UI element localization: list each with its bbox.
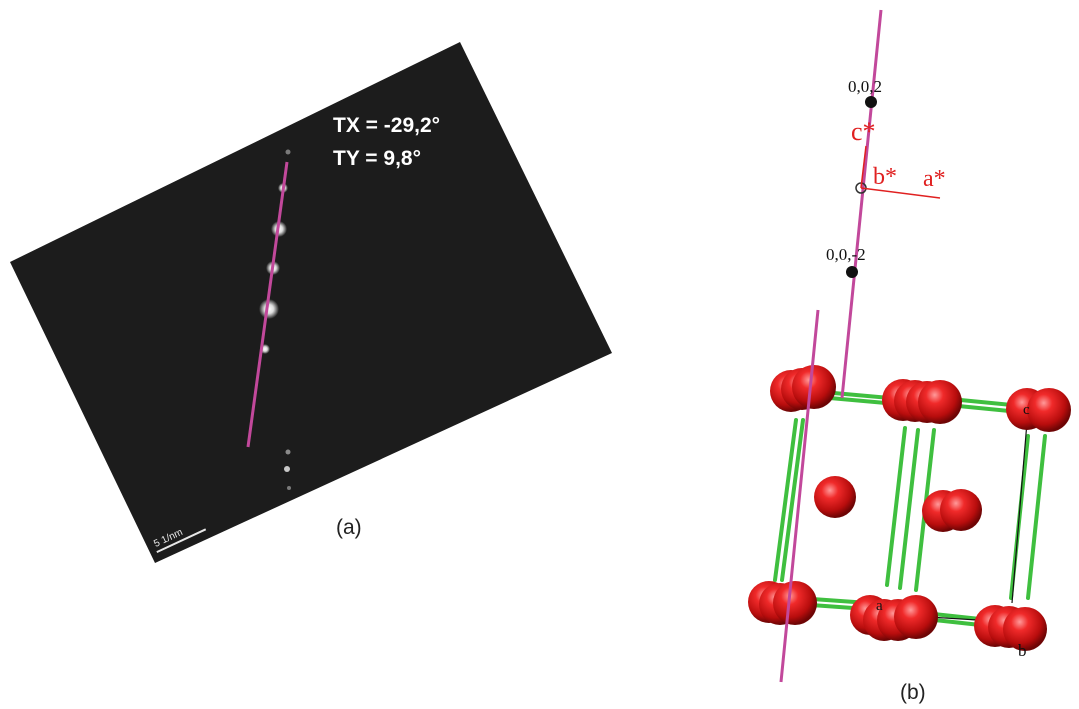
cell-axis-a-label: a: [876, 598, 883, 614]
a-star-label: a*: [923, 166, 946, 192]
systematic-row-line: [246, 161, 289, 448]
diffraction-spot: [284, 466, 290, 472]
diffraction-spot: [285, 449, 291, 455]
trace-line-lower: [779, 309, 820, 683]
bond: [1026, 434, 1047, 600]
bond: [885, 426, 907, 587]
panel-a-caption: (a): [336, 516, 362, 539]
atom: [894, 595, 938, 639]
trace-line-upper: [840, 9, 883, 399]
bond: [898, 428, 920, 590]
tilt-y-label: TY = 9,8°: [333, 147, 421, 170]
unit-cell-bonds: [773, 388, 1047, 630]
atom: [792, 365, 836, 409]
spot-002-marker: [865, 96, 877, 108]
b-star-label: b*: [873, 164, 897, 190]
spot-00-2-marker: [846, 266, 858, 278]
spot-00-2-label: 0,0,-2: [826, 245, 866, 264]
atom: [814, 476, 856, 518]
crystal-panel: 0,0,2 0,0,-2 c* b* a* c a b (b): [748, 9, 1071, 704]
atom: [1027, 388, 1071, 432]
c-star-axis: [860, 145, 867, 189]
atom: [940, 489, 982, 531]
scale-bar-line: [156, 528, 207, 554]
bond: [780, 418, 805, 582]
bond: [773, 418, 798, 582]
atom: [918, 380, 962, 424]
cell-axis-b-label: b: [1018, 641, 1027, 660]
cell-axis-c-label: c: [1023, 402, 1030, 418]
diffraction-spot: [287, 486, 291, 490]
atom: [1003, 607, 1047, 651]
diffraction-image: [10, 42, 612, 563]
c-star-label: c*: [851, 117, 876, 146]
diffraction-spot: [285, 149, 291, 155]
cell-edge-c: [1011, 409, 1029, 604]
a-star-axis: [860, 187, 941, 199]
diffraction-spot: [259, 299, 279, 319]
tilt-x-label: TX = -29,2°: [333, 114, 440, 137]
atom: [773, 581, 817, 625]
panel-b-caption: (b): [900, 681, 926, 704]
diffraction-panel: TX = -29,2° TY = 9,8° 5 1/nm (a): [10, 42, 612, 563]
atoms: [748, 365, 1071, 651]
spot-002-label: 0,0,2: [848, 77, 882, 96]
